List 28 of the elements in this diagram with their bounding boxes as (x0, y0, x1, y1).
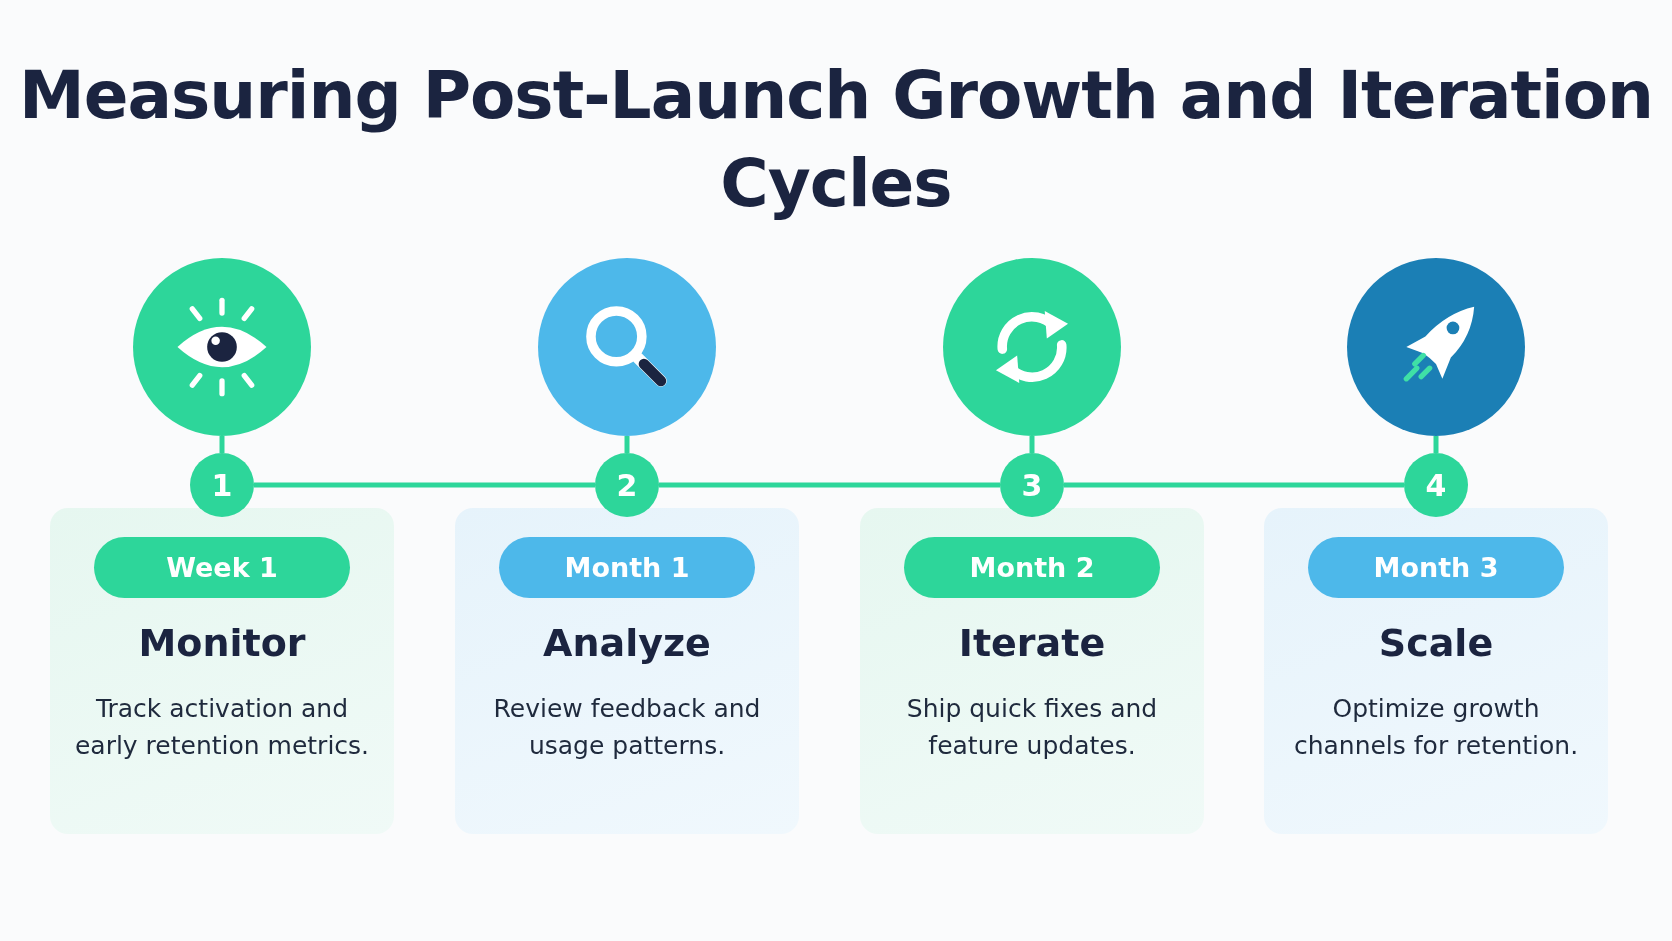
title: Measuring Post-Launch Growth and Iteration Cycles (18, 56, 1654, 224)
period-badge: Month 2 (904, 537, 1160, 598)
connector-line (254, 482, 595, 488)
connector-line (1433, 436, 1439, 453)
connector-line (659, 482, 1000, 488)
step-number: 1 (190, 453, 254, 517)
step-title: Iterate (957, 621, 1107, 665)
step-number: 4 (1404, 453, 1468, 517)
step-description: Review feedback and usage patterns. (492, 693, 762, 762)
step-number: 3 (1000, 453, 1064, 517)
step-description: Ship quick fixes and feature updates. (905, 693, 1159, 762)
period-badge: Month 3 (1308, 537, 1564, 598)
step-number: 2 (595, 453, 659, 517)
step-title: Monitor (137, 621, 307, 665)
step-card (1264, 508, 1608, 834)
step-description: Optimize growth channels for retention. (1292, 693, 1580, 762)
step-card (860, 508, 1204, 834)
step-title: Analyze (542, 621, 712, 665)
connector-line (219, 436, 225, 453)
period-badge: Month 1 (499, 537, 755, 598)
period-badge: Week 1 (94, 537, 350, 598)
connector-line (1029, 436, 1035, 453)
connector-line (624, 436, 630, 453)
step-title: Scale (1377, 621, 1495, 665)
step-description: Track activation and early retention metrics. (73, 693, 371, 762)
connector-line (1064, 482, 1404, 488)
step-card (455, 508, 799, 834)
step-card (50, 508, 394, 834)
